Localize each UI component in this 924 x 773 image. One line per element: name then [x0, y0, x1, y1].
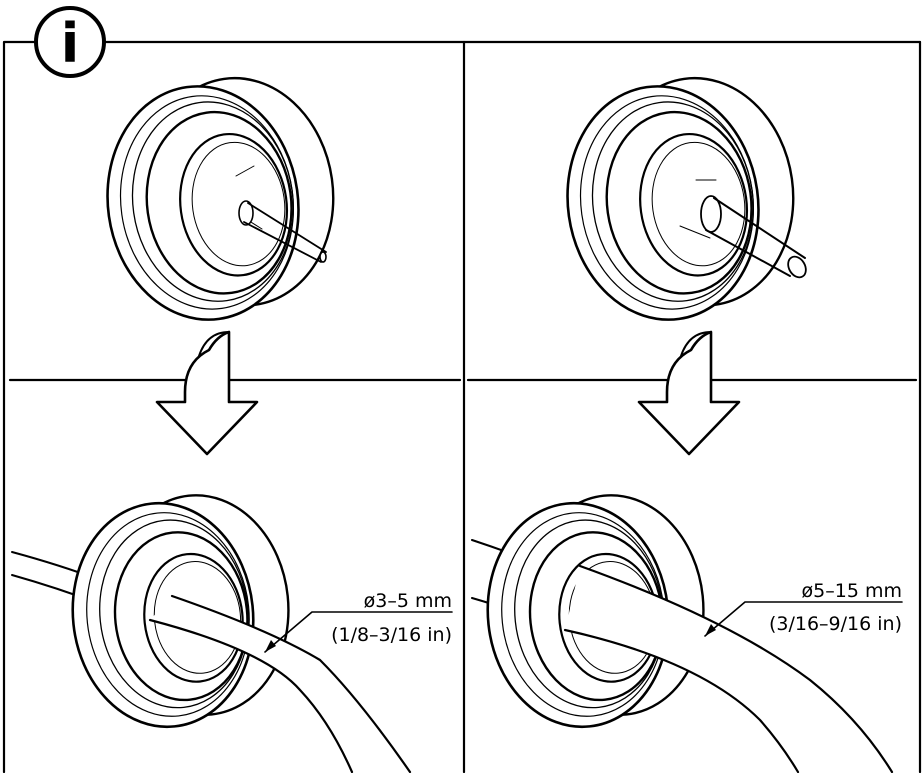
- left-diameter-in: (1/8–3/16 in): [331, 624, 452, 646]
- left-thin-cable-stub: [235, 165, 327, 263]
- info-icon-letter: i: [61, 12, 80, 75]
- right-down-arrow-icon: [637, 330, 741, 456]
- right-grommet-before: [550, 64, 811, 334]
- outer-frame: [2, 40, 38, 773]
- right-diameter-mm: ø5–15 mm: [802, 580, 902, 602]
- left-diameter-mm: ø3–5 mm: [364, 590, 452, 612]
- left-cable: [148, 594, 412, 773]
- right-diameter-in: (3/16–9/16 in): [769, 613, 902, 635]
- right-cable: [563, 564, 894, 773]
- left-grommet-before: [90, 64, 351, 334]
- left-dimension-callout: ø3–5 mm (1/8–3/16 in): [264, 590, 453, 653]
- right-thick-cable-stub: [679, 179, 807, 279]
- left-down-arrow-icon: [155, 330, 259, 456]
- info-icon: i: [34, 6, 106, 78]
- right-dimension-callout: ø5–15 mm (3/16–9/16 in): [704, 580, 903, 637]
